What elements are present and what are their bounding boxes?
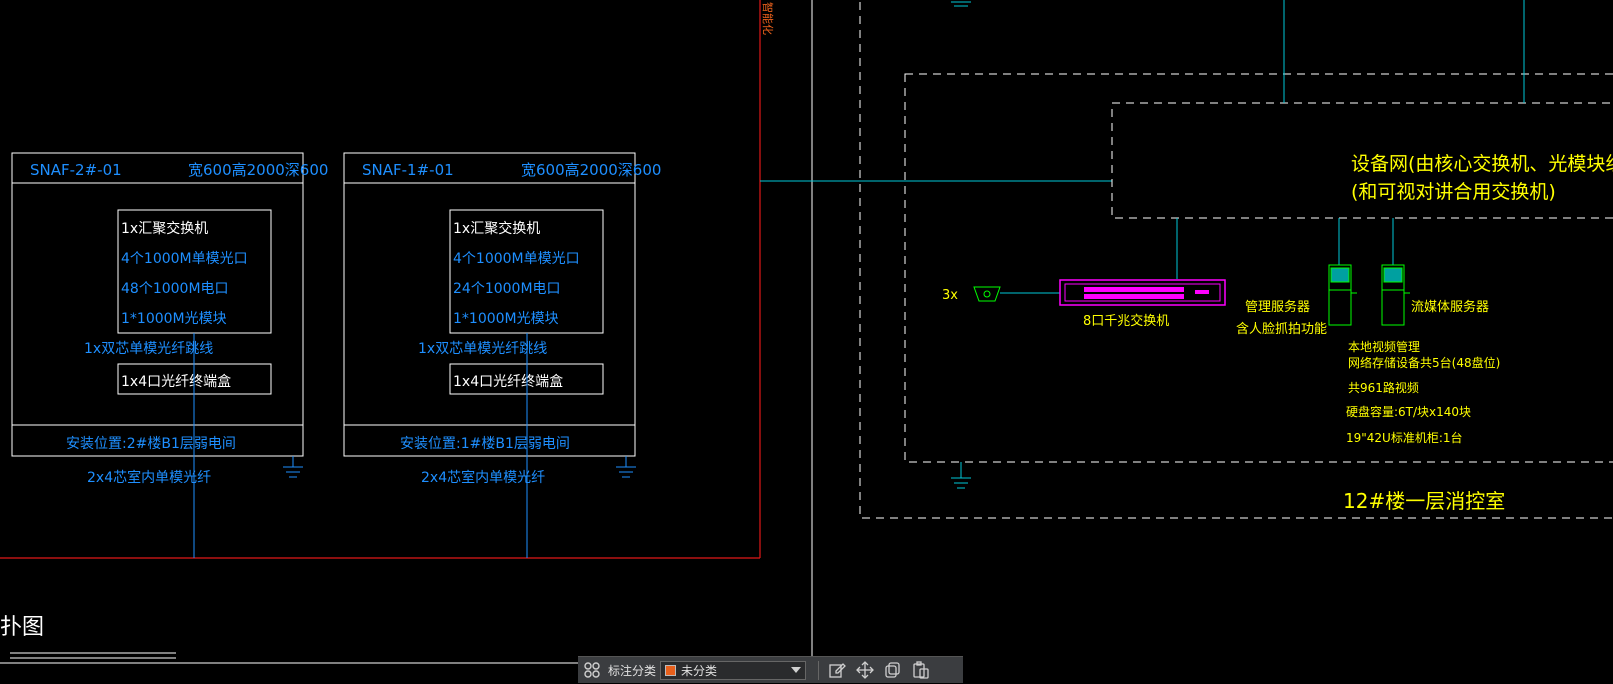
device-net-line2: (和可视对讲合用交换机) — [1351, 181, 1556, 203]
camera-icon[interactable] — [973, 286, 1001, 302]
storage-line-1: 网络存储设备共5台(48盘位) — [1348, 355, 1500, 370]
annotation-toolbar[interactable]: 标注分类 未分类 — [578, 656, 963, 683]
paste-button[interactable] — [907, 657, 935, 684]
left-cabinet-size: 宽600高2000深600 — [188, 161, 328, 179]
sheet-frame — [0, 0, 761, 559]
storage-line-4: 19"42U标准机柜:1台 — [1346, 430, 1463, 445]
right-fiber-label: 2x4芯室内单模光纤 — [421, 469, 545, 486]
toolbar-label: 标注分类 — [608, 663, 657, 678]
chevron-down-icon — [791, 667, 802, 673]
copy-button[interactable] — [879, 657, 907, 684]
right-switch-line-3: 1*1000M光模块 — [453, 311, 559, 327]
left-switch-line-2: 48个1000M电口 — [121, 281, 229, 297]
right-location-label: 安装位置:1#楼B1层弱电间 — [400, 436, 570, 452]
left-cabinet-title: SNAF-2#-01 — [30, 161, 122, 179]
left-switch-line-3: 1*1000M光模块 — [121, 311, 227, 327]
ground-icon — [951, 1, 971, 7]
storage-line-2: 共961路视频 — [1348, 380, 1419, 395]
mgmt-server-line2: 含人脸抓拍功能 — [1236, 321, 1327, 337]
streaming-server-label: 流媒体服务器 — [1411, 299, 1489, 315]
left-switch-line-1: 4个1000M单模光口 — [121, 251, 248, 267]
device-net-dashed-box[interactable] — [1111, 102, 1613, 219]
right-switch-line-2: 24个1000M电口 — [453, 281, 561, 297]
category-swatch — [665, 664, 677, 676]
right-cabinet[interactable]: SNAF-1#-01 宽600高2000深600 1x汇聚交换机 4个1000M… — [343, 152, 661, 558]
left-switch-line-0: 1x汇聚交换机 — [121, 220, 208, 237]
storage-line-0: 本地视频管理 — [1348, 339, 1420, 354]
switch-label: 8口千兆交换机 — [1083, 313, 1169, 329]
category-select[interactable]: 未分类 — [660, 660, 807, 680]
switch-icon[interactable] — [1059, 279, 1226, 306]
copy-icon — [885, 662, 900, 678]
paste-icon — [913, 661, 929, 679]
device-net-line1: 设备网(由核心交换机、光模块组成) — [1351, 153, 1613, 175]
right-terminal-label: 1x4口光纤终端盒 — [453, 373, 563, 390]
left-fiber-label: 2x4芯室内单模光纤 — [87, 469, 211, 486]
move-icon — [856, 661, 874, 679]
server-icon[interactable] — [1328, 264, 1357, 326]
edit-icon — [829, 663, 846, 678]
camera-count: 3x — [942, 288, 958, 303]
bottom-left-text: 扑图 — [0, 615, 44, 640]
room-outer-dashed-box[interactable] — [859, 0, 1613, 519]
right-switch-line-0: 1x汇聚交换机 — [453, 220, 540, 237]
room-label: 12#楼一层消控室 — [1343, 489, 1505, 513]
mgmt-server-line1: 管理服务器 — [1245, 299, 1310, 315]
left-jumper-label: 1x双芯单模光纤跳线 — [84, 341, 213, 357]
left-terminal-label: 1x4口光纤终端盒 — [121, 373, 231, 390]
frame-side-text: 智能化 — [761, 2, 775, 35]
right-jumper-label: 1x双芯单模光纤跳线 — [418, 341, 547, 357]
move-button[interactable] — [851, 657, 879, 684]
ground-icon — [283, 456, 303, 478]
grid-button[interactable] — [578, 657, 606, 684]
left-cabinet[interactable]: SNAF-2#-01 宽600高2000深600 1x汇聚交换机 4个1000M… — [11, 152, 328, 558]
right-switch-line-1: 4个1000M单模光口 — [453, 251, 580, 267]
ground-icon — [951, 462, 971, 489]
right-cabinet-title: SNAF-1#-01 — [362, 161, 454, 179]
grid-icon — [584, 662, 600, 678]
server-icon[interactable] — [1381, 264, 1410, 326]
ground-icon — [616, 456, 636, 478]
room-inner-dashed-box[interactable] — [904, 73, 1613, 463]
toolbar-separator — [818, 660, 820, 680]
edit-button[interactable] — [823, 657, 851, 684]
storage-line-3: 硬盘容量:6T/块x140块 — [1346, 404, 1471, 419]
left-location-label: 安装位置:2#楼B1层弱电间 — [66, 436, 236, 452]
uplink-lines — [1000, 0, 1525, 294]
category-select-value: 未分类 — [681, 663, 718, 678]
right-cabinet-size: 宽600高2000深600 — [521, 161, 661, 179]
